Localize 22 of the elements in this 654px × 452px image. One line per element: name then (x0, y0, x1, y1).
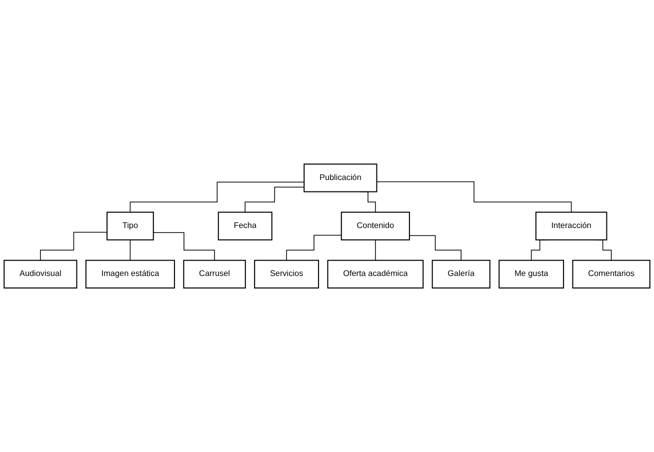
connector (130, 239, 131, 261)
node-box: Carrusel (183, 260, 246, 288)
node-box: Publicación (304, 164, 378, 192)
connector (375, 239, 376, 261)
node-box: Galería (432, 260, 490, 288)
node-box: Comentarios (572, 260, 650, 288)
connector (409, 235, 462, 261)
connector (376, 181, 572, 213)
node-box: Audiovisual (4, 260, 78, 288)
connector (286, 234, 342, 261)
connector (153, 232, 215, 261)
node-box: Interacción (535, 212, 608, 240)
connector (130, 182, 304, 213)
node-box: Imagen estática (85, 260, 175, 288)
connector (244, 186, 304, 213)
node-box: Oferta académica (327, 260, 424, 288)
node-box: Me gusta (498, 260, 564, 288)
connector (40, 232, 108, 261)
node-box: Tipo (106, 212, 154, 240)
node-box: Contenido (340, 212, 410, 240)
node-box: Servicios (254, 260, 320, 288)
node-box: Fecha (218, 212, 272, 240)
